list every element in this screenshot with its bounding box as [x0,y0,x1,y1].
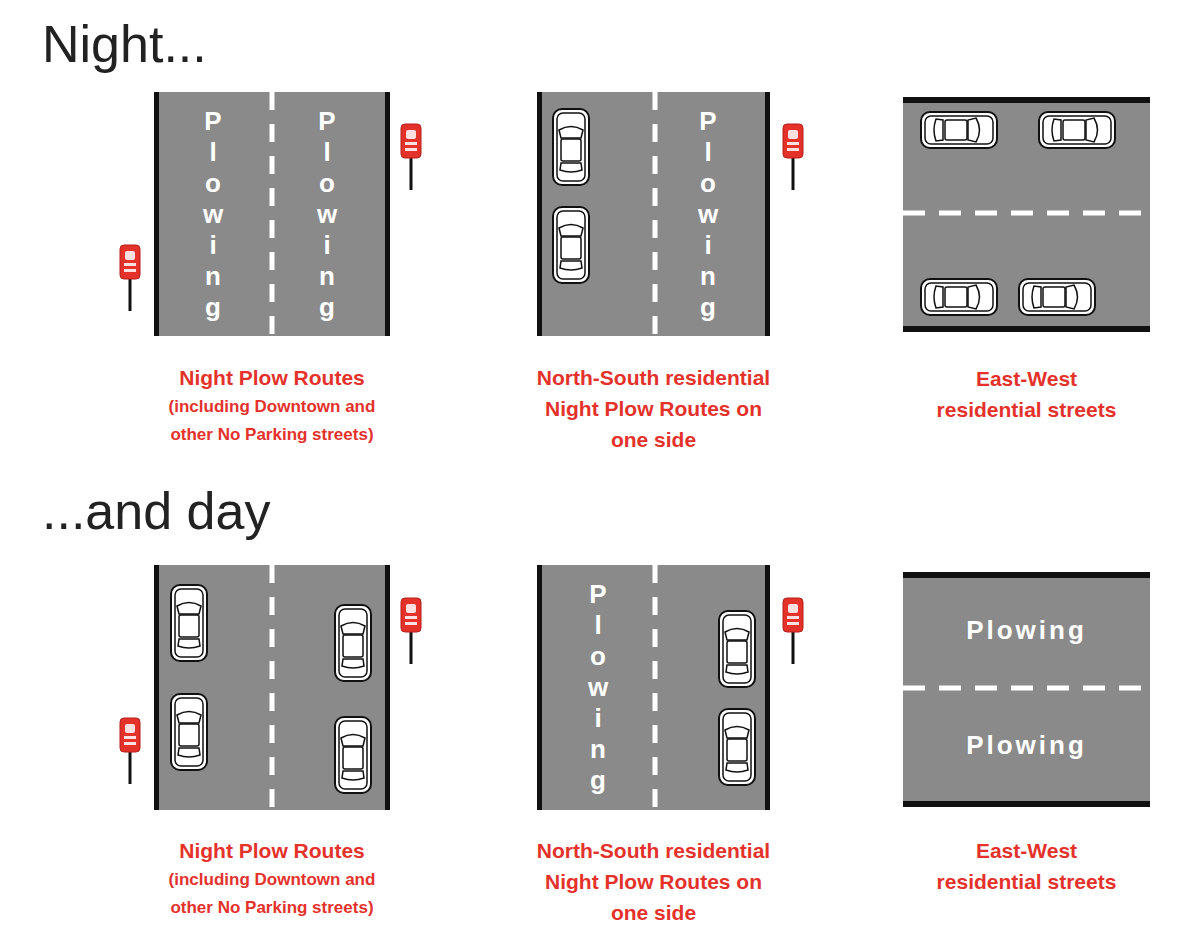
plowing-label: Plowing [966,615,1087,646]
road-panel: PlowingPlowingNight Plow Routes(includin… [154,92,390,336]
plowing-label: Plowing [316,106,338,323]
street-caption: (including Downtown and other No Parking… [147,393,397,449]
road-panel: PlowingNorth-South residential Night Plo… [537,92,770,336]
plowing-label: Plowing [587,579,609,796]
street-caption: North-South residential Night Plow Route… [534,835,774,928]
street-caption: (including Downtown and other No Parking… [147,866,397,922]
section-heading: Night... [42,16,207,73]
road-panel: East-West residential streets [903,97,1150,332]
road-panel: PlowingNorth-South residential Night Plo… [537,565,770,810]
plowing-label: Plowing [202,106,224,323]
plowing-label: Plowing [966,730,1087,761]
road-panel: PlowingPlowingEast-West residential stre… [903,572,1150,807]
street-caption: Night Plow Routes [142,835,402,866]
road-panel: Night Plow Routes(including Downtown and… [154,565,390,810]
section-heading: ...and day [42,483,270,540]
street-caption: Night Plow Routes [142,362,402,393]
plowing-label: Plowing [697,106,719,323]
street-caption: North-South residential Night Plow Route… [534,362,774,455]
street-caption: East-West residential streets [927,363,1127,425]
street-caption: East-West residential streets [927,835,1127,897]
